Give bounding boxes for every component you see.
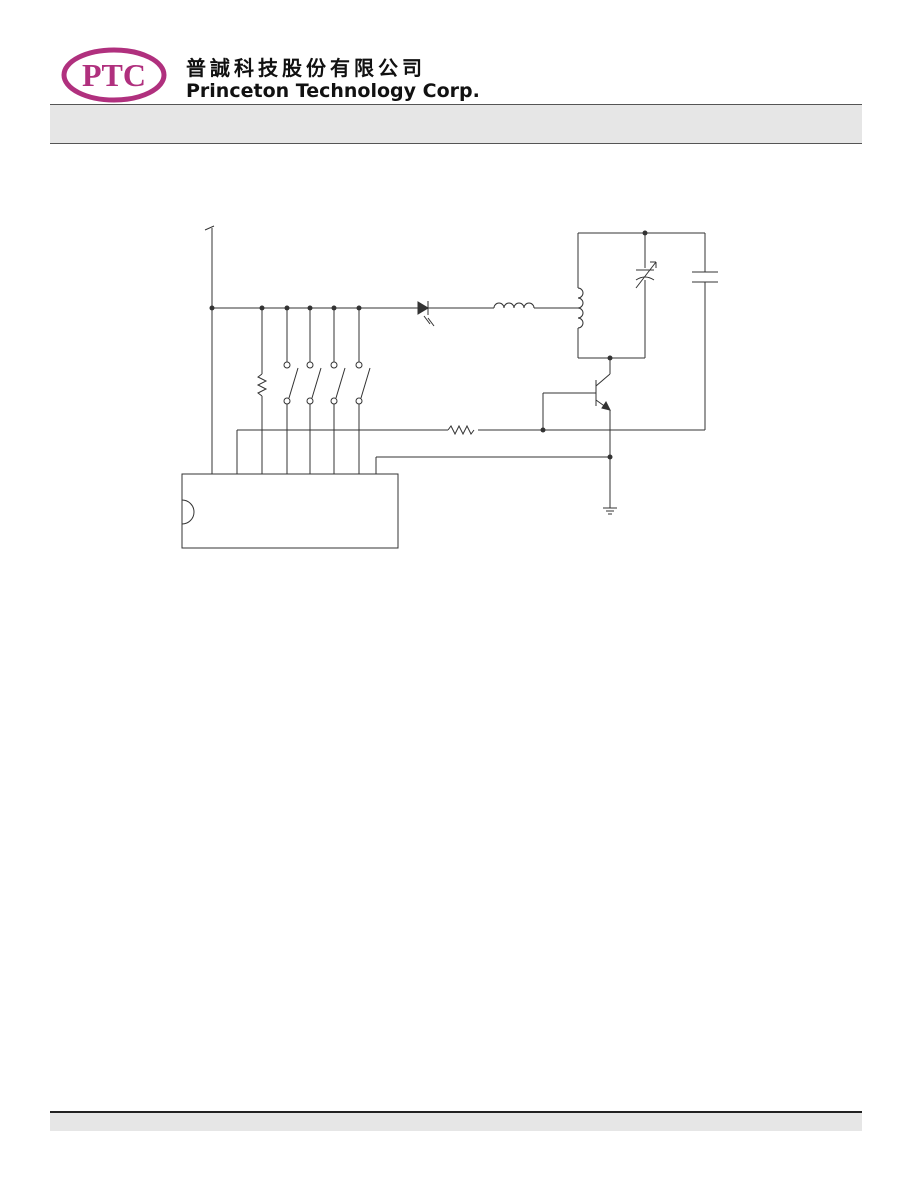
resistor-icon (447, 424, 475, 436)
inductor-icon (493, 302, 535, 309)
transistor-icon (595, 373, 611, 411)
capacitor-icon (692, 271, 718, 283)
coil-icon (577, 287, 584, 329)
company-name-en: Princeton Technology Corp. (186, 80, 480, 102)
ic-notch (181, 499, 195, 525)
supply-terminal (204, 225, 215, 231)
footer-band (50, 1111, 862, 1131)
ptc-logo: PTC (61, 47, 167, 103)
led-icon (417, 301, 435, 327)
ground-icon (603, 507, 617, 515)
circuit-schematic (181, 225, 718, 549)
logo-text: PTC (82, 57, 146, 93)
junction-dots (209, 230, 648, 460)
push-button-switches (283, 308, 371, 474)
company-name-cn: 普誠科技股份有限公司 (186, 56, 426, 80)
ic-chip (181, 473, 399, 549)
header-band (50, 104, 862, 144)
pull-resistor-icon (256, 373, 268, 397)
variable-capacitor-icon (635, 261, 657, 289)
